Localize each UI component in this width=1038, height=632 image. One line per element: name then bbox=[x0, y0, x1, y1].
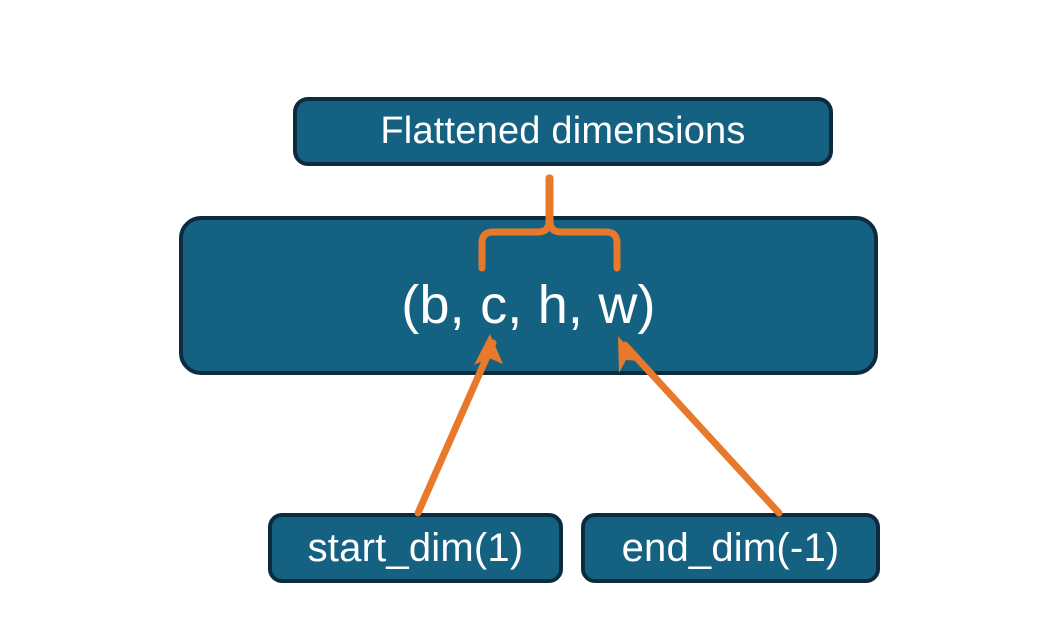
node-flattened-dimensions-label: Flattened dimensions bbox=[380, 110, 746, 152]
node-start-dim-label: start_dim(1) bbox=[307, 525, 524, 570]
node-flattened-dimensions[interactable]: Flattened dimensions bbox=[293, 97, 833, 166]
node-end-dim[interactable]: end_dim(-1) bbox=[581, 513, 880, 583]
node-tensor-shape-label: (b, c, h, w) bbox=[401, 275, 656, 335]
node-tensor-shape[interactable]: (b, c, h, w) bbox=[179, 216, 878, 375]
node-end-dim-label: end_dim(-1) bbox=[621, 525, 840, 570]
node-start-dim[interactable]: start_dim(1) bbox=[268, 513, 563, 583]
